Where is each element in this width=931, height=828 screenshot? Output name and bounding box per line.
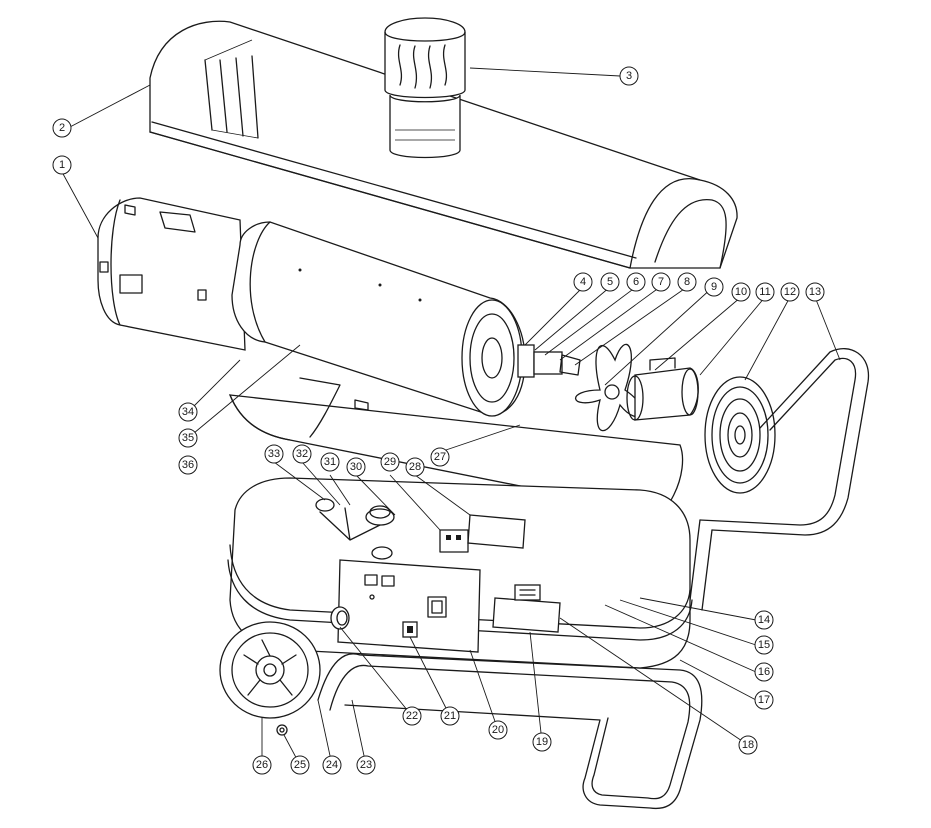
- callout-label: 10: [735, 286, 747, 298]
- callout-label: 15: [758, 639, 770, 651]
- callout-3: 3: [619, 66, 639, 86]
- callout-22: 22: [402, 706, 422, 726]
- callout-label: 26: [256, 759, 268, 771]
- control-panel: [337, 559, 481, 653]
- callout-29: 29: [380, 452, 400, 472]
- callout-33: 33: [264, 444, 284, 464]
- callout-label: 5: [607, 276, 613, 288]
- transformer-block: [439, 514, 526, 553]
- callout-label: 6: [633, 276, 639, 288]
- callout-4: 4: [573, 272, 593, 292]
- callout-17: 17: [754, 690, 774, 710]
- callout-10: 10: [731, 282, 751, 302]
- callout-label: 22: [406, 710, 418, 722]
- callout-label: 14: [758, 614, 770, 626]
- callout-9: 9: [704, 277, 724, 297]
- callout-8: 8: [677, 272, 697, 292]
- callout-27: 27: [430, 447, 450, 467]
- callout-label: 25: [294, 759, 306, 771]
- callout-label: 31: [324, 456, 336, 468]
- callout-label: 32: [296, 448, 308, 460]
- callout-label: 24: [326, 759, 338, 771]
- callout-5: 5: [600, 272, 620, 292]
- callout-31: 31: [320, 452, 340, 472]
- callout-32: 32: [292, 444, 312, 464]
- outer-casing: [97, 197, 246, 351]
- callout-label: 11: [759, 286, 770, 298]
- callout-19: 19: [532, 732, 552, 752]
- base-frame: [317, 653, 703, 810]
- callout-18: 18: [738, 735, 758, 755]
- callout-label: 23: [360, 759, 372, 771]
- callout-34: 34: [178, 402, 198, 422]
- rear-handle: [689, 347, 870, 611]
- motor: [626, 357, 699, 421]
- callout-20: 20: [488, 720, 508, 740]
- callout-28: 28: [405, 457, 425, 477]
- callout-11: 11: [755, 282, 775, 302]
- callout-label: 34: [182, 406, 194, 418]
- callout-label: 16: [758, 666, 770, 678]
- fan-guard: [704, 376, 776, 494]
- callout-14: 14: [754, 610, 774, 630]
- wheel: [219, 621, 321, 719]
- callout-label: 7: [658, 276, 664, 288]
- callout-label: 30: [350, 461, 362, 473]
- callout-label: 3: [626, 70, 632, 82]
- callout-16: 16: [754, 662, 774, 682]
- callout-label: 17: [758, 694, 770, 706]
- callout-35: 35: [178, 428, 198, 448]
- callout-30: 30: [346, 457, 366, 477]
- callout-label: 2: [59, 122, 65, 134]
- callout-label: 20: [492, 724, 504, 736]
- callout-label: 4: [580, 276, 586, 288]
- callout-36: 36: [178, 455, 198, 475]
- control-board: [492, 584, 561, 633]
- callout-label: 18: [742, 739, 754, 751]
- callout-7: 7: [651, 272, 671, 292]
- callout-label: 8: [684, 276, 690, 288]
- callout-label: 12: [784, 286, 796, 298]
- callout-label: 13: [809, 286, 821, 298]
- burner-assembly: [517, 344, 581, 378]
- callout-label: 27: [434, 451, 446, 463]
- flame-guard: [384, 17, 466, 159]
- wheel-nut: [276, 724, 288, 736]
- callout-label: 9: [711, 281, 717, 293]
- callout-label: 29: [384, 456, 396, 468]
- combustion-chamber: [231, 221, 526, 417]
- callout-label: 33: [268, 448, 280, 460]
- callout-label: 28: [409, 461, 421, 473]
- callout-26: 26: [252, 755, 272, 775]
- power-switch: [402, 621, 418, 638]
- callout-6: 6: [626, 272, 646, 292]
- callout-label: 36: [182, 459, 194, 471]
- callout-2: 2: [52, 118, 72, 138]
- callout-12: 12: [780, 282, 800, 302]
- callout-15: 15: [754, 635, 774, 655]
- callout-13: 13: [805, 282, 825, 302]
- callout-23: 23: [356, 755, 376, 775]
- callout-21: 21: [440, 706, 460, 726]
- thermostat-knob: [330, 606, 350, 630]
- callout-label: 1: [59, 159, 65, 171]
- callout-1: 1: [52, 155, 72, 175]
- callout-label: 19: [536, 736, 548, 748]
- callout-24: 24: [322, 755, 342, 775]
- leader-lines: [61, 67, 841, 766]
- callout-label: 35: [182, 432, 194, 444]
- callout-label: 21: [444, 710, 456, 722]
- callout-25: 25: [290, 755, 310, 775]
